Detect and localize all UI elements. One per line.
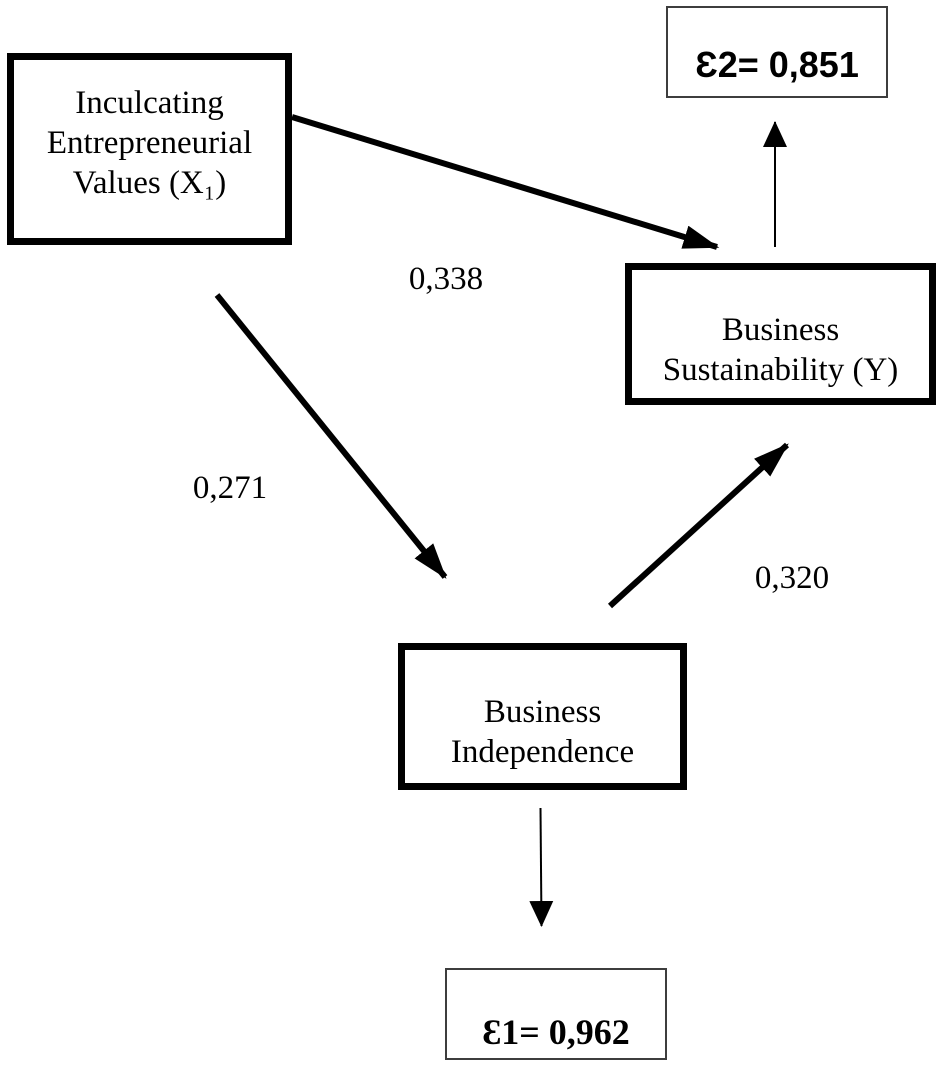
edge-label-x1-to-m: 0,271 xyxy=(192,470,268,506)
node-error-term-e1: Ɛ1= 0,962 xyxy=(445,968,667,1060)
node-m-label-line1: Business xyxy=(483,694,602,730)
node-e2-label: Ɛ2= 0,851 xyxy=(695,44,859,85)
node-business-independence: Business Independence xyxy=(398,643,687,790)
node-y-label-line1: Business xyxy=(721,312,840,348)
node-e1-label: Ɛ1= 0,962 xyxy=(482,1012,630,1052)
node-m-label-line2: Independence xyxy=(450,734,635,770)
node-x1-label-line1: Inculcating xyxy=(75,85,224,121)
arrow-x1-to-m xyxy=(214,293,448,579)
node-x1-label-line2: Entrepreneurial xyxy=(46,125,253,161)
arrow-m-to-y xyxy=(607,442,790,609)
edge-label-x1-to-y: 0,338 xyxy=(408,261,484,297)
arrow-m-to-e1 xyxy=(529,807,554,927)
arrow-x1-to-y xyxy=(291,114,720,250)
node-inculcating-entrepreneurial-values: Inculcating Entrepreneurial Values (X₁) xyxy=(7,53,292,245)
node-error-term-e2: Ɛ2= 0,851 xyxy=(666,6,888,98)
node-y-label-line2: Sustainability (Y) xyxy=(662,352,899,388)
node-business-sustainability: Business Sustainability (Y) xyxy=(625,263,936,405)
node-x1-label-line3: Values (X₁) xyxy=(72,165,227,201)
edge-label-m-to-y: 0,320 xyxy=(754,560,830,596)
